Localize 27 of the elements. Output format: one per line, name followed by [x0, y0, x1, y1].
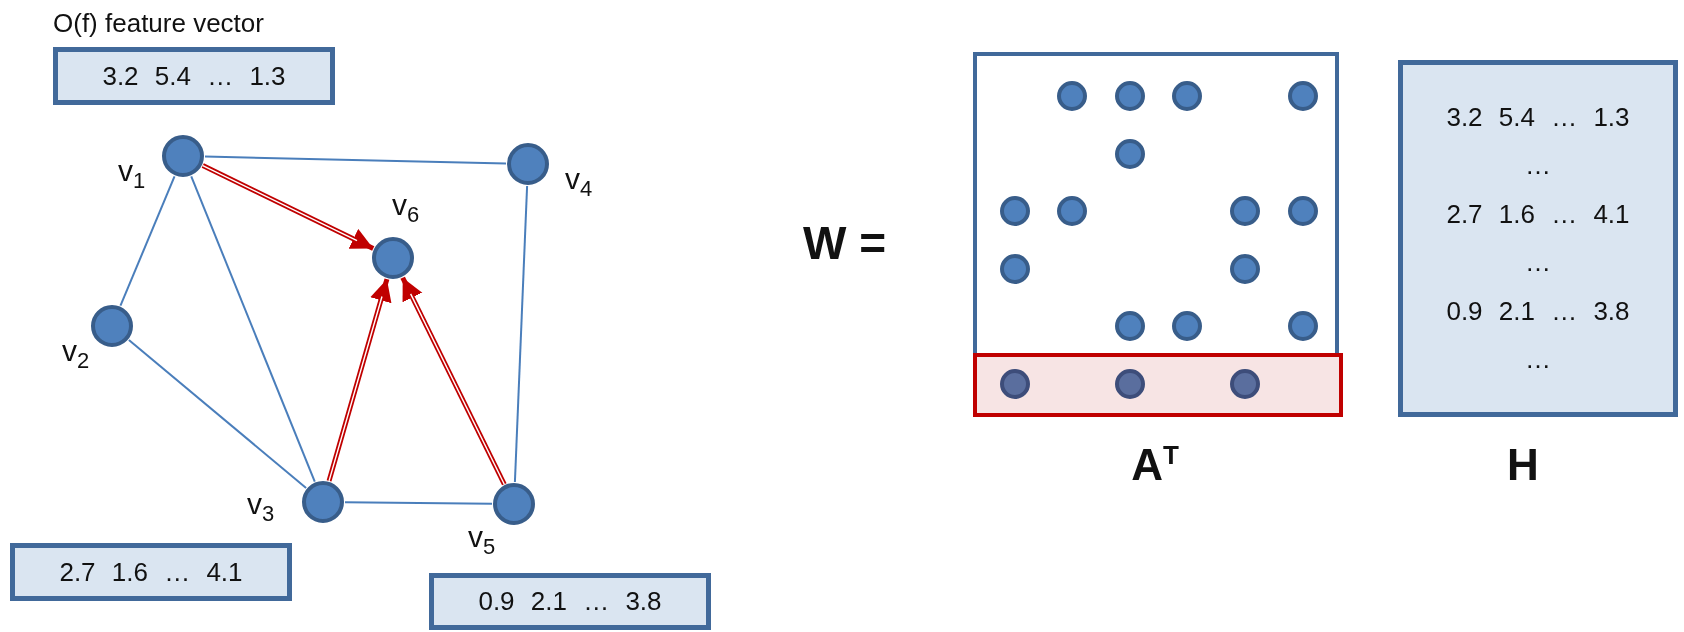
feature-vector-box: 2.7 1.6 … 4.1	[10, 543, 292, 601]
graph-vertex	[372, 237, 414, 279]
vertex-label: v$_{6}$	[392, 188, 420, 228]
feature-matrix	[1398, 60, 1678, 417]
matrix-row: 2.7 1.6 … 4.1	[1446, 198, 1630, 230]
feature-vector-box: 0.9 2.1 … 3.8	[429, 573, 711, 630]
matrix-row: …	[1525, 344, 1551, 376]
graph-vertex	[507, 143, 549, 185]
graph-vertex	[162, 135, 204, 177]
highlighted-row	[973, 353, 1343, 417]
graph-vertex	[302, 481, 344, 523]
matrix-label: A$^{T}$	[1131, 440, 1179, 490]
feature-vector-box: 3.2 5.4 … 1.3	[53, 47, 335, 105]
matrix-row: …	[1525, 150, 1551, 182]
matrix-label: H	[1507, 440, 1539, 490]
vertex-label: v$_{5}$	[468, 520, 496, 560]
vertex-label: v$_{4}$	[565, 162, 593, 202]
vertex-label: v$_{3}$	[247, 487, 275, 527]
graph-vertex	[91, 305, 133, 347]
vertex-label: v$_{1}$	[118, 154, 146, 194]
vector-title: O(f) feature vector	[53, 8, 265, 39]
matrix-row: 3.2 5.4 … 1.3	[1446, 101, 1630, 133]
vertex-label: v$_{2}$	[62, 334, 90, 374]
matrix-row: 0.9 2.1 … 3.8	[1446, 295, 1630, 327]
graph-vertex	[493, 483, 535, 525]
matrix-row: …	[1525, 247, 1551, 279]
equation-label: W =	[803, 216, 887, 270]
